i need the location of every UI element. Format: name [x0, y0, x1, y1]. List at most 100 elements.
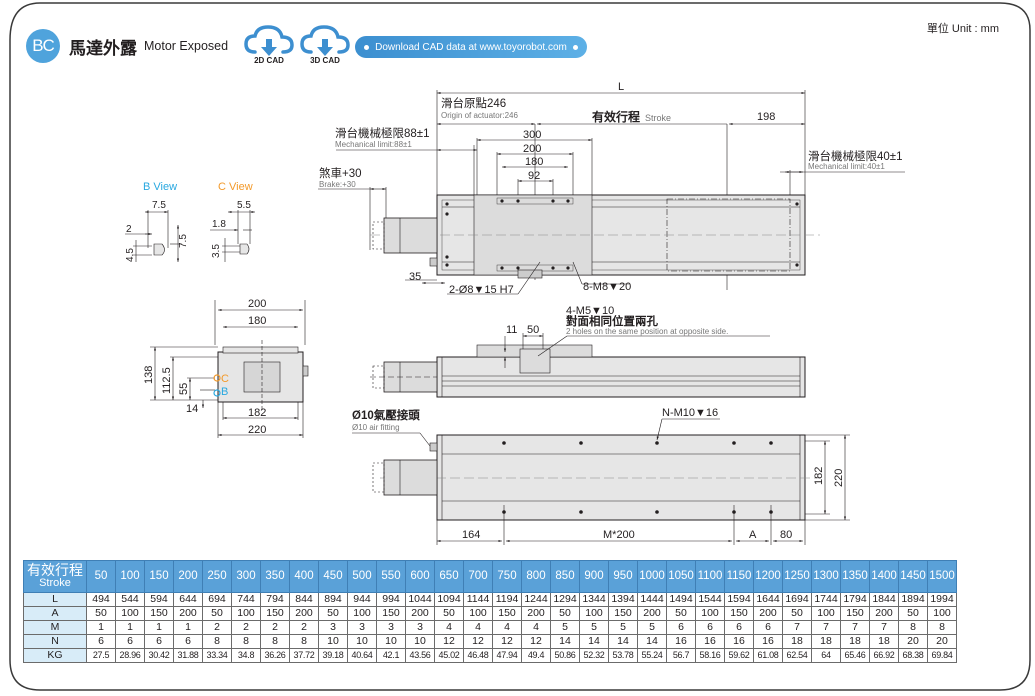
row-label: KG	[23, 648, 87, 663]
table-cell: 6	[86, 634, 116, 649]
table-cell: 36.26	[260, 648, 290, 663]
end-view	[150, 300, 309, 438]
table-cell: 37.72	[289, 648, 319, 663]
c-view-title: C View	[218, 181, 253, 193]
table-cell: 50	[202, 606, 232, 621]
table-cell: 50	[782, 606, 812, 621]
table-cell: 18	[782, 634, 812, 649]
table-cell: 30.42	[144, 648, 174, 663]
end-dim-180: 180	[248, 315, 266, 327]
table-cell: 50	[86, 606, 116, 621]
table-cell: 20	[927, 634, 957, 649]
table-cell: 12	[492, 634, 522, 649]
stroke-column-header: 700	[463, 560, 493, 593]
stroke-column-header: 1350	[840, 560, 870, 593]
table-cell: 1894	[898, 592, 928, 607]
table-cell: 8	[289, 634, 319, 649]
table-cell: 1694	[782, 592, 812, 607]
table-cell: 47.94	[492, 648, 522, 663]
table-cell: 14	[579, 634, 609, 649]
stroke-column-header: 1000	[637, 560, 667, 593]
table-cell: 644	[173, 592, 203, 607]
table-cell: 31.88	[173, 648, 203, 663]
b-dim-7-5: 7.5	[152, 200, 166, 211]
cad-2d-download[interactable]: 2D CAD	[241, 24, 297, 68]
table-cell: 1244	[521, 592, 551, 607]
dim-L: L	[618, 81, 624, 93]
stroke-column-header: 500	[347, 560, 377, 593]
table-cell: 1544	[695, 592, 725, 607]
table-cell: 1444	[637, 592, 667, 607]
table-cell: 3	[376, 620, 406, 635]
table-cell: 200	[405, 606, 435, 621]
table-cell: 694	[202, 592, 232, 607]
table-cell: 33.34	[202, 648, 232, 663]
end-dim-55: 55	[178, 383, 190, 395]
table-cell: 46.48	[463, 648, 493, 663]
download-cad-text: Download CAD data at www.toyorobot.com	[375, 41, 567, 53]
table-cell: 744	[231, 592, 261, 607]
table-cell: 844	[289, 592, 319, 607]
stroke-column-header: 900	[579, 560, 609, 593]
table-cell: 4	[463, 620, 493, 635]
table-cell: 1194	[492, 592, 522, 607]
table-cell: 66.92	[869, 648, 899, 663]
table-cell: 1494	[666, 592, 696, 607]
dim-80: 80	[780, 529, 792, 541]
table-cell: 39.18	[318, 648, 348, 663]
mech-limit-left-zh: 滑台機械極限88±1	[335, 126, 430, 140]
c-view-detail	[210, 210, 255, 262]
stroke-column-header: 550	[376, 560, 406, 593]
table-cell: 150	[840, 606, 870, 621]
b-view-title: B View	[143, 181, 177, 193]
stroke-column-header: 1150	[724, 560, 754, 593]
stroke-column-header: 1300	[811, 560, 841, 593]
row-label: N	[23, 634, 87, 649]
download-cad-link[interactable]: Download CAD data at www.toyorobot.com	[355, 36, 587, 58]
air-fitting-zh: Ø10氣壓接頭	[352, 408, 420, 422]
stroke-column-header: 1050	[666, 560, 696, 593]
mech-limit-right-zh: 滑台機械極限40±1	[808, 149, 903, 163]
bullet-dot	[572, 44, 578, 50]
b-dim-7-5-vertical: 7.5	[178, 234, 189, 248]
table-cell: 5	[579, 620, 609, 635]
dim-a: A	[749, 529, 757, 541]
table-cell: 1144	[463, 592, 493, 607]
table-cell: 18	[811, 634, 841, 649]
table-cell: 40.64	[347, 648, 377, 663]
table-cell: 1844	[869, 592, 899, 607]
stroke-header-en: Stroke	[39, 576, 71, 589]
cad-3d-download[interactable]: 3D CAD	[297, 24, 353, 68]
table-cell: 1294	[550, 592, 580, 607]
table-cell: 200	[289, 606, 319, 621]
stroke-label-en: Stroke	[645, 113, 671, 123]
table-cell: 200	[753, 606, 783, 621]
table-cell: 894	[318, 592, 348, 607]
table-cell: 50	[434, 606, 464, 621]
table-cell: 4	[521, 620, 551, 635]
air-fitting-en: Ø10 air fitting	[352, 423, 400, 432]
table-cell: 100	[579, 606, 609, 621]
table-cell: 56.7	[666, 648, 696, 663]
table-cell: 49.4	[521, 648, 551, 663]
table-cell: 1994	[927, 592, 957, 607]
table-cell: 58.16	[695, 648, 725, 663]
end-dim-138: 138	[143, 366, 155, 384]
table-cell: 100	[347, 606, 377, 621]
table-cell: 944	[347, 592, 377, 607]
table-cell: 59.62	[724, 648, 754, 663]
table-cell: 150	[260, 606, 290, 621]
table-cell: 6	[753, 620, 783, 635]
brake-label-en: Brake:+30	[319, 180, 356, 189]
cloud-download-icon	[300, 25, 350, 56]
table-cell: 61.08	[753, 648, 783, 663]
side-hole-zh: 對面相同位置兩孔	[566, 314, 658, 328]
stroke-column-header: 1400	[869, 560, 899, 593]
table-cell: 8	[898, 620, 928, 635]
stroke-column-header: 950	[608, 560, 638, 593]
row-label: L	[23, 592, 87, 607]
c-dim-3-5: 3.5	[211, 244, 222, 258]
